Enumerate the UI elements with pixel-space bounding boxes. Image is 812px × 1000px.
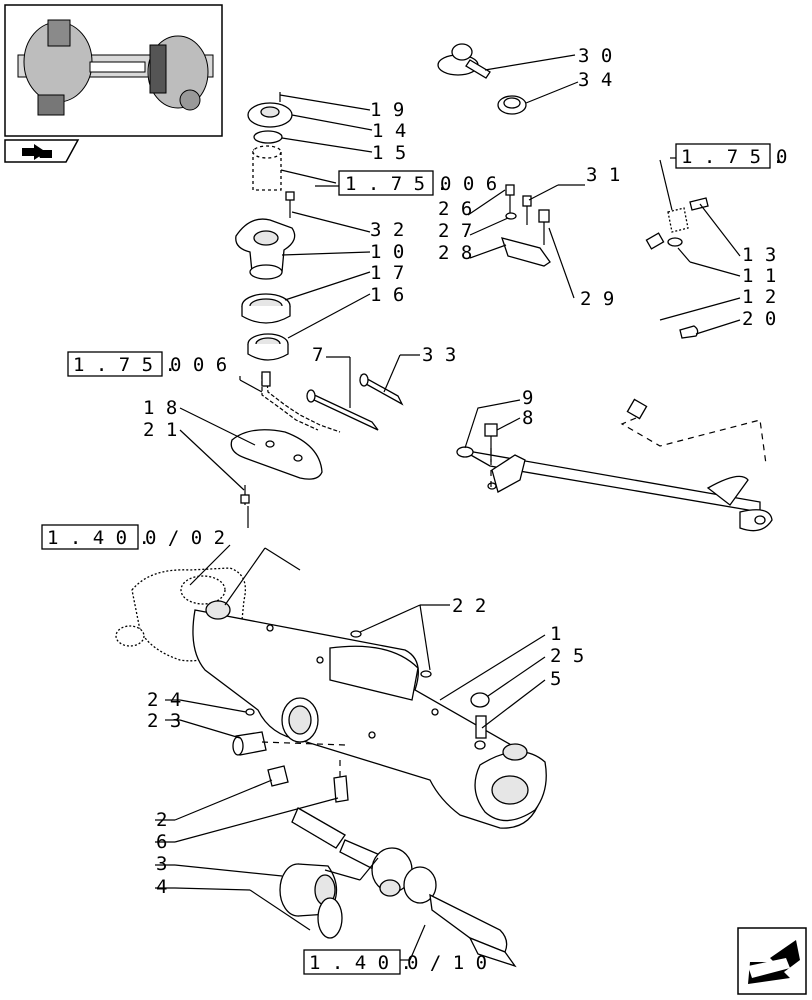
- callout-4: 4: [156, 876, 167, 898]
- part-17-seal: [241, 271, 371, 324]
- callout-5: 5: [550, 668, 561, 690]
- sensor-connector: [659, 159, 689, 233]
- ref-box-r5[interactable]: 1 . 4 0 . 0 / 1 0: [303, 949, 487, 975]
- callout-20: 2 0: [742, 308, 776, 330]
- part-31-bolt: [522, 184, 585, 225]
- part-12-cable: [626, 232, 741, 420]
- part-10-housing: [235, 218, 371, 280]
- ref-r1-boxed: 1 . 7 5 .: [345, 173, 448, 195]
- part-22-pins: [350, 604, 450, 678]
- ref-r4-tail: 0 / 0 2: [145, 527, 225, 549]
- ref-r3-tail: 0: [776, 146, 787, 168]
- callout-1: 1: [550, 623, 561, 645]
- part-2-plug: [174, 765, 289, 821]
- callout-14: 1 4: [372, 120, 406, 142]
- ref-r3-boxed: 1 . 7 5 .: [681, 146, 784, 168]
- part-24-pin: [179, 699, 255, 716]
- callout-21: 2 1: [143, 419, 177, 441]
- part-7-pin: [306, 356, 379, 431]
- callout-23: 2 3: [147, 710, 181, 732]
- callout-8: 8: [522, 407, 533, 429]
- callout-19: 1 9: [370, 99, 404, 121]
- part-33-pin: [359, 354, 420, 406]
- callout-17: 1 7: [370, 262, 404, 284]
- callout-24: 2 4: [147, 689, 181, 711]
- ref-box-r2[interactable]: 1 . 7 5 . 0 0 6: [67, 351, 227, 377]
- part-14-cap: [247, 102, 373, 131]
- callout-16: 1 6: [370, 284, 404, 306]
- callout-7: 7: [312, 344, 323, 366]
- ref-box-r3[interactable]: 1 . 7 5 . 0: [675, 143, 787, 169]
- part-26-bolt: [467, 184, 515, 216]
- part-19-screw: [279, 92, 371, 111]
- drive-shaft: [291, 807, 517, 968]
- sensor-body: [252, 145, 337, 191]
- ref-r4-boxed: 1 . 4 0 .: [47, 527, 150, 549]
- part-25-plug: [470, 656, 546, 708]
- wiring-harness: [239, 371, 341, 433]
- part-29-bolt: [538, 209, 575, 299]
- nav-arrow-icon[interactable]: [4, 139, 80, 163]
- callout-32: 3 2: [370, 219, 404, 241]
- ref-r2-tail: 0 0 6: [170, 354, 227, 376]
- part-20-clip: [679, 319, 741, 339]
- ref-r1-tail: 0 0 6: [440, 173, 497, 195]
- part-34-clamp: [497, 81, 579, 115]
- part-13-plug: [689, 197, 741, 257]
- ref-box-r4[interactable]: 1 . 4 0 . 0 / 0 2: [41, 524, 225, 550]
- thumbnail-overview: [4, 4, 223, 137]
- part-23-bushing: [179, 719, 346, 756]
- part-18-shield: [179, 407, 323, 480]
- ref-r2-boxed: 1 . 7 5 .: [73, 354, 176, 376]
- ref-r5-tail: 0 / 1 0: [407, 952, 487, 974]
- callout-12: 1 2: [742, 286, 776, 308]
- callout-3: 3: [156, 853, 167, 875]
- label-leader-underlines: [155, 157, 676, 961]
- ref-r5-boxed: 1 . 4 0 .: [309, 952, 412, 974]
- part-32-bolt: [285, 191, 371, 233]
- callout-30: 3 0: [578, 45, 612, 67]
- cable-route: [620, 417, 767, 465]
- callout-27: 2 7: [438, 220, 472, 242]
- part-11-fitting: [667, 237, 741, 277]
- ref-box-r1[interactable]: 1 . 7 5 . 0 0 6: [338, 170, 497, 196]
- callout-labels: 3 0 3 4 1 9 1 4 1 5 3 1 2 6 2 7 2 8 3 2 …: [143, 45, 776, 898]
- callout-26: 2 6: [438, 198, 472, 220]
- part-16-bearing: [247, 293, 371, 361]
- ref-leaders-axle: [189, 506, 301, 606]
- callout-22: 2 2: [452, 595, 486, 617]
- part-27-washer: [469, 212, 517, 236]
- callout-33: 3 3: [422, 344, 456, 366]
- axle-housing: [115, 567, 547, 829]
- callout-29: 2 9: [580, 288, 614, 310]
- part-4-oring: [174, 887, 343, 939]
- page-arrow-icon[interactable]: [737, 927, 807, 995]
- part-28-bracket: [469, 237, 551, 267]
- part-1-leader: [439, 634, 546, 701]
- part-3-seal: [174, 863, 338, 917]
- callout-31: 3 1: [586, 164, 620, 186]
- part-6-plug: [174, 760, 349, 843]
- part-9-leader: [464, 399, 521, 490]
- part-30-clip: [437, 43, 576, 79]
- callout-15: 1 5: [372, 142, 406, 164]
- callout-25: 2 5: [550, 645, 584, 667]
- callout-28: 2 8: [438, 242, 472, 264]
- callout-13: 1 3: [742, 244, 776, 266]
- part-15-oring: [253, 130, 373, 153]
- callout-34: 3 4: [578, 69, 612, 91]
- callout-18: 1 8: [143, 397, 177, 419]
- part-21-screw: [179, 429, 250, 505]
- callout-10: 1 0: [370, 241, 404, 263]
- callout-11: 1 1: [742, 265, 776, 287]
- callout-9: 9: [522, 387, 533, 409]
- part-5-stud: [475, 679, 546, 739]
- tie-rod: [456, 446, 773, 532]
